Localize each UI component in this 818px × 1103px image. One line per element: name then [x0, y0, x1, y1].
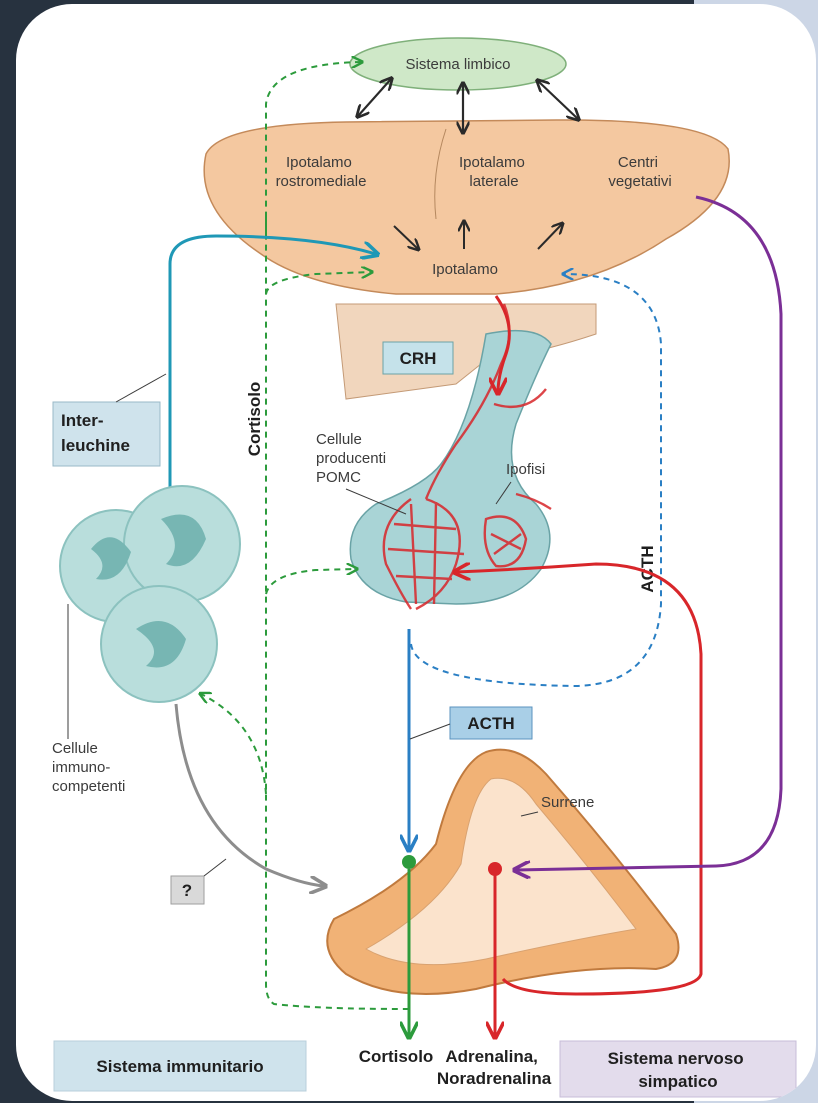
cortisol-output-label: Cortisolo: [359, 1047, 434, 1066]
sympathetic-arrow: [516, 197, 781, 870]
cortisol-to-pituitary-arrow: [266, 569, 356, 594]
question-pointer: [204, 859, 226, 876]
question-label: ?: [182, 881, 192, 900]
immune-cells-label: Cellule immuno- competenti: [52, 740, 125, 795]
hypothalamus-label: Ipotalamo: [432, 261, 498, 278]
immune-cells: [60, 486, 240, 702]
cortisol-to-immune-arrow: [201, 694, 266, 794]
cortisol-vertical-label: Cortisolo: [245, 382, 264, 457]
brain-base-shape: [336, 304, 596, 399]
stress-axis-diagram: Sistema limbico Ipotalamo rostromediale …: [16, 4, 816, 1101]
hypophysis-label: Ipofisi: [506, 461, 545, 478]
limbic-vegetative-arrow: [538, 81, 578, 119]
acth-box-label: ACTH: [467, 714, 514, 733]
pomc-cells-label: Cellule producenti POMC: [316, 431, 390, 486]
adrenal-label: Surrene: [541, 794, 594, 811]
cortisol-source-dot: [402, 855, 416, 869]
immune-system-label: Sistema immunitario: [96, 1057, 263, 1076]
diagram-card: Sistema limbico Ipotalamo rostromediale …: [16, 4, 816, 1101]
interleukin-pointer: [116, 374, 166, 402]
acth-box-pointer: [410, 724, 450, 739]
limbic-rostromedial-arrow: [358, 79, 391, 116]
limbic-system-label: Sistema limbico: [405, 56, 510, 73]
immune-adrenal-arrow: [176, 704, 324, 886]
crh-label: CRH: [400, 349, 437, 368]
catecholamines-output-label: Adrenalina, Noradrenalina: [437, 1047, 552, 1088]
